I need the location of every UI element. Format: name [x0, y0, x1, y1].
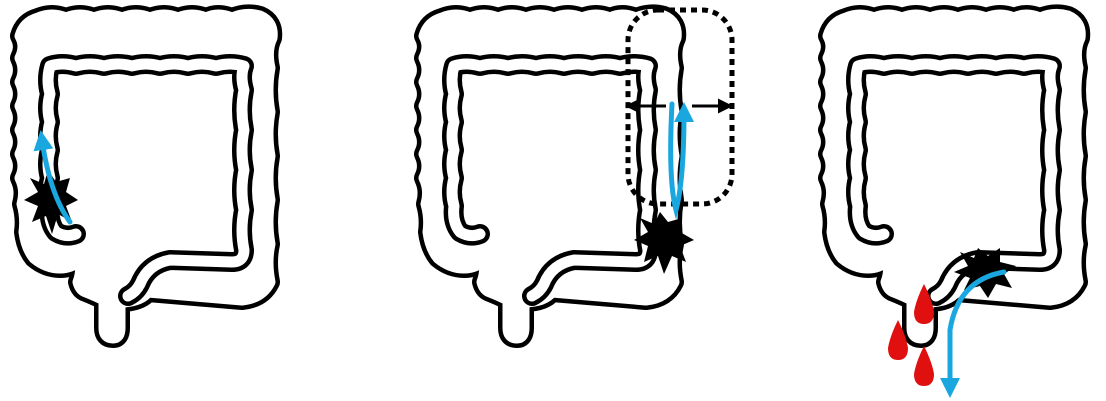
colon-b [424, 14, 676, 338]
colon-a [20, 14, 272, 338]
colon-c [828, 14, 1080, 338]
blood-drop-3 [914, 346, 934, 386]
